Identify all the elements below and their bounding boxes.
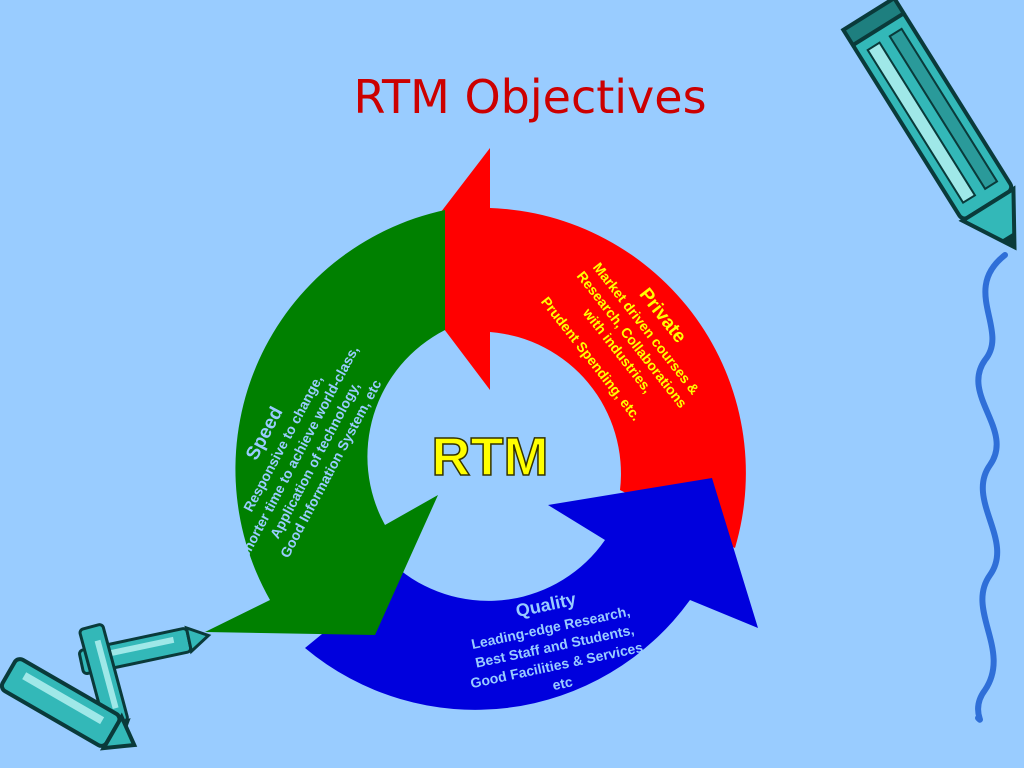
speed-arrow — [205, 210, 445, 635]
private-text-group: Private Market driven courses & Research… — [538, 259, 703, 423]
private-arrow — [398, 148, 746, 548]
squiggle-line — [975, 252, 1008, 723]
crayons-clipart — [0, 623, 212, 751]
quality-arrow — [305, 478, 758, 710]
center-label: RTM — [432, 427, 549, 487]
quality-line-4: etc — [551, 673, 574, 693]
pencil-clipart — [840, 0, 1017, 251]
slide-title: RTM Objectives — [353, 70, 707, 124]
quality-text-group: Quality Leading-edge Research, Best Staf… — [469, 589, 648, 693]
